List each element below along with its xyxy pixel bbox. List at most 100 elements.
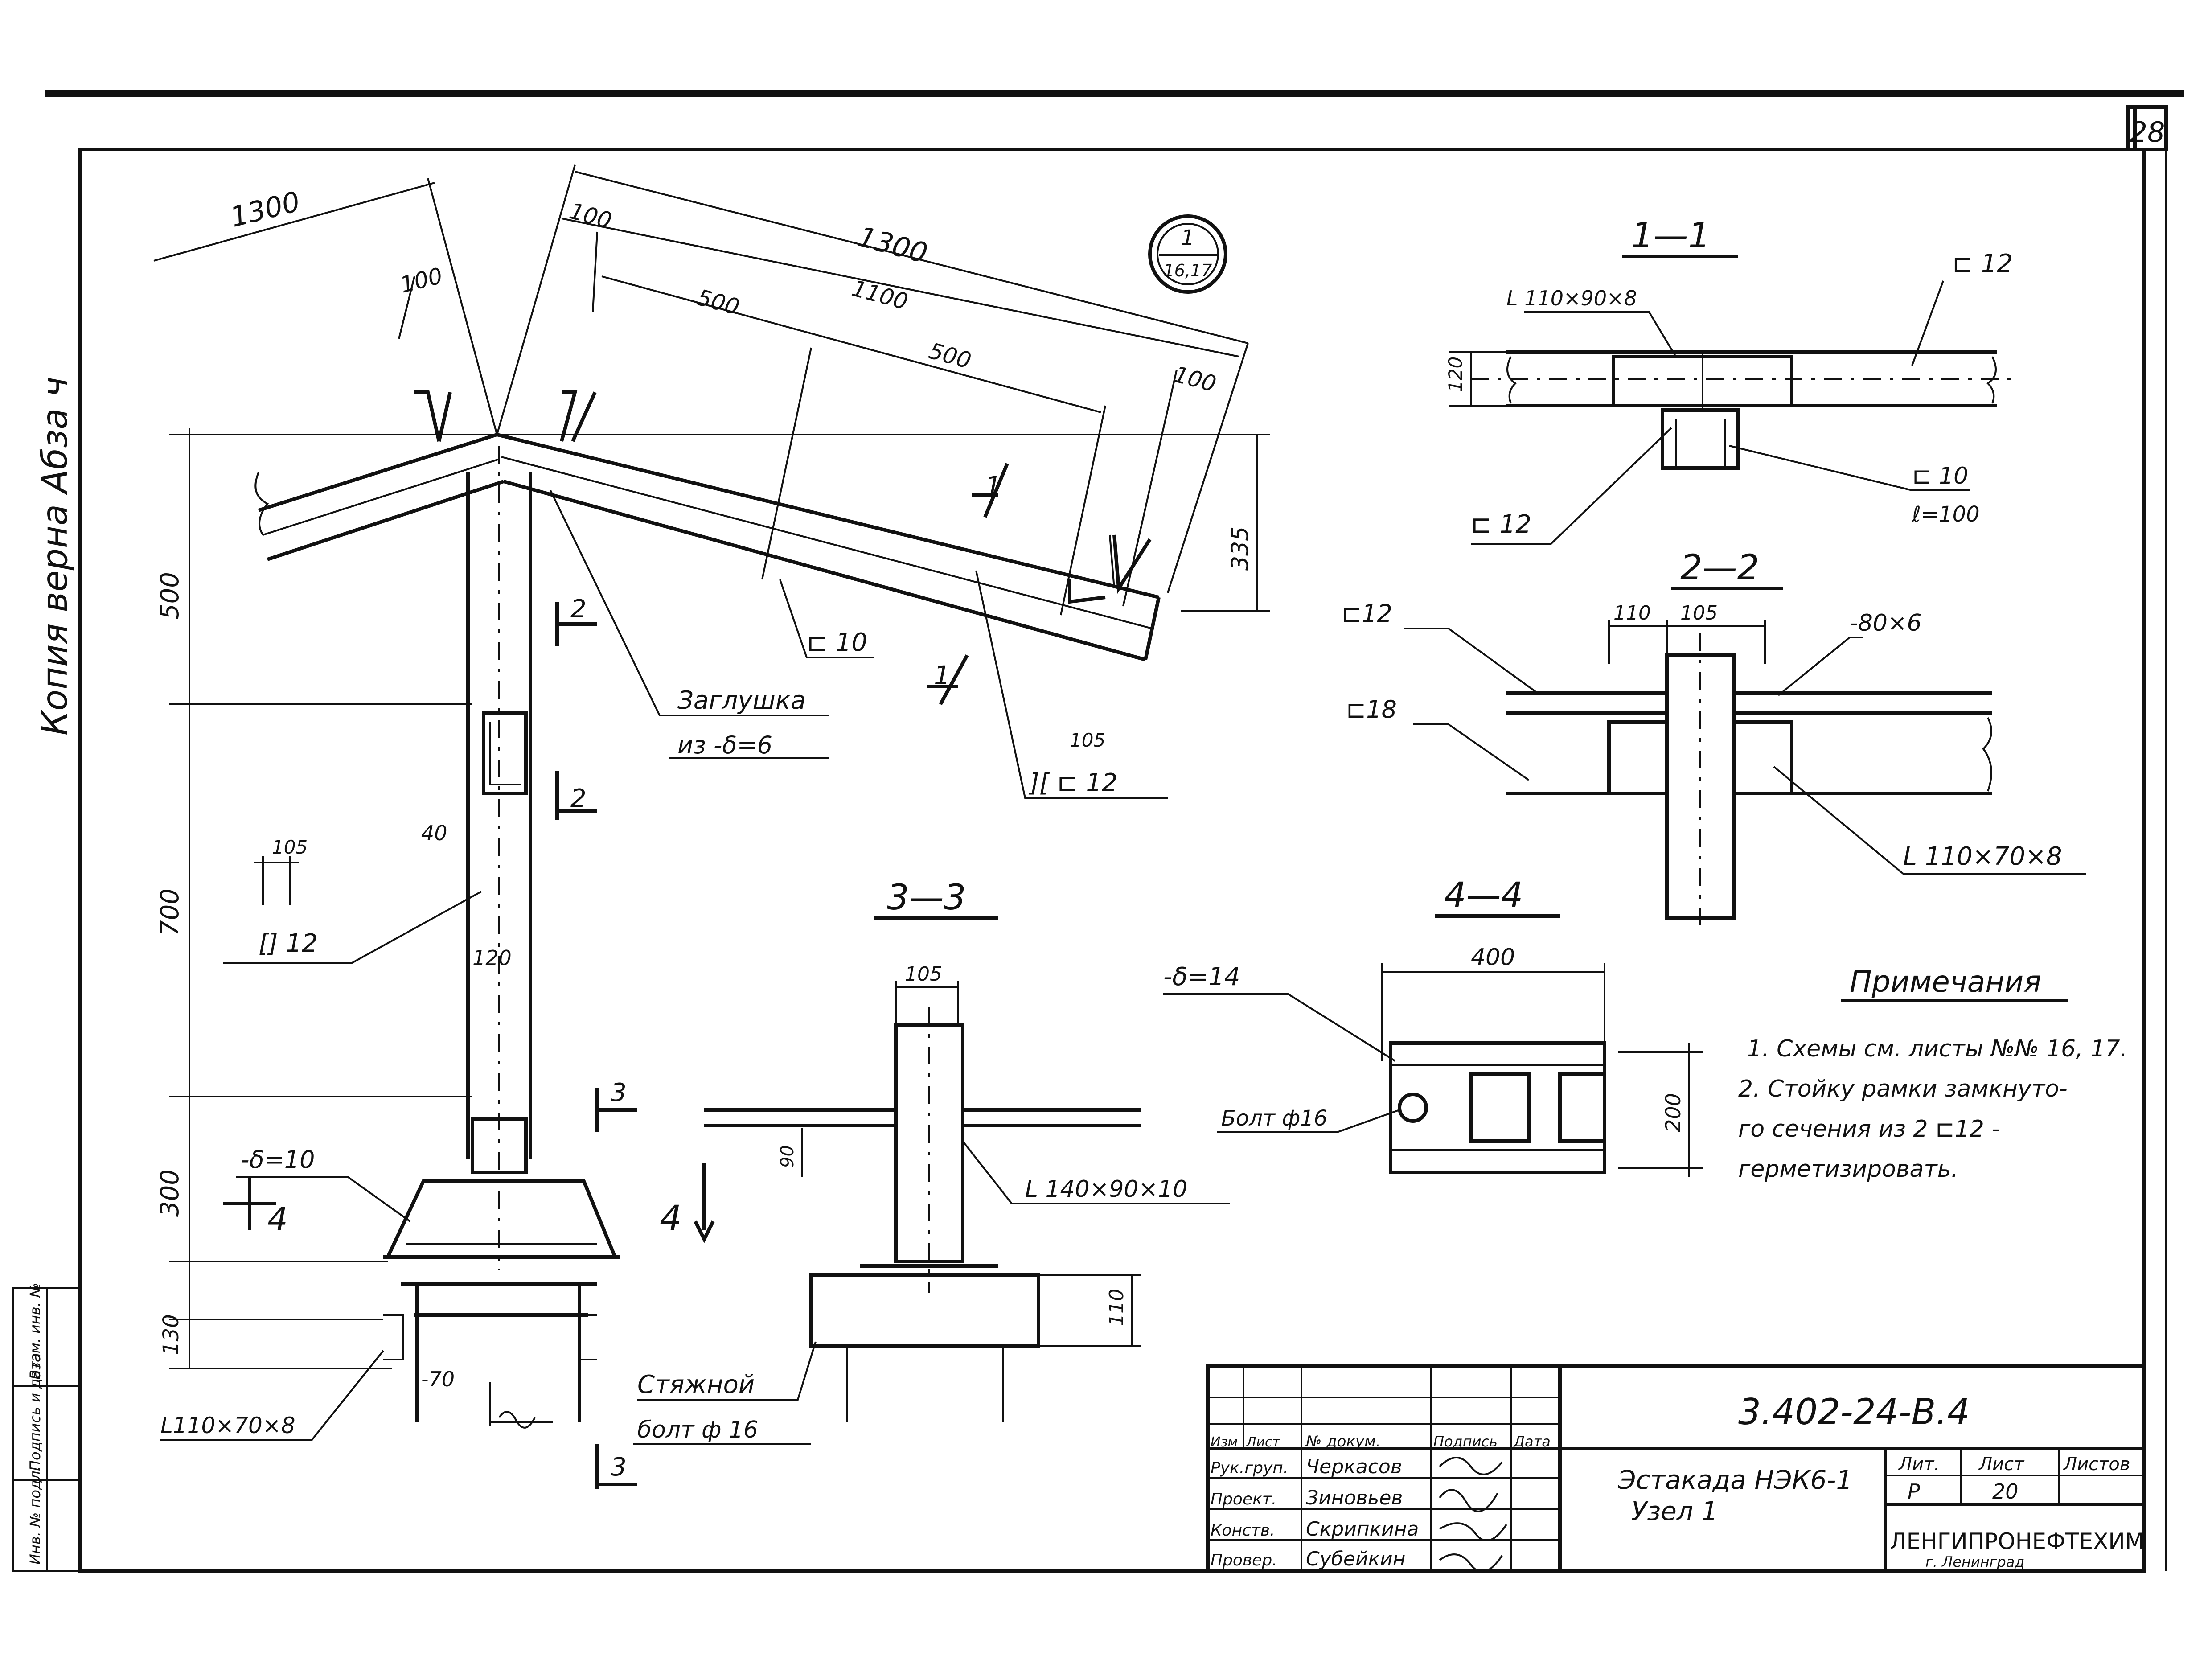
- sheet-frame: 28: [45, 90, 2184, 1573]
- section-2-2-c18: ⊏18: [1346, 695, 1397, 723]
- label-col-pair-dim: 105: [272, 836, 308, 858]
- side-stamp-text: Копия верна Абза ч: [35, 377, 75, 735]
- tb-sheet-header: Лист: [1978, 1454, 2025, 1475]
- section-1-1-c10: ⊏ 10: [1912, 463, 1968, 489]
- notes-block: Примечания 1. Схемы см. листы №№ 16, 17.…: [1738, 965, 2127, 1183]
- tb-name-4: Субейкин: [1306, 1548, 1406, 1570]
- section-1-1-c12-bot: ⊏ 12: [1471, 510, 1531, 539]
- tb-sheets-header: Листов: [2063, 1454, 2130, 1475]
- section-mark-3-bot: 3: [611, 1453, 627, 1482]
- notes-line-3: го сечения из 2 ⊏12 -: [1738, 1116, 2000, 1142]
- section-4-4-plate: -δ=14: [1163, 962, 1240, 991]
- tb-role-1: Рук.груп.: [1211, 1459, 1288, 1477]
- section-1-1-c10-len: ℓ=100: [1912, 502, 1980, 527]
- dim-1300-right: 1300: [854, 220, 931, 270]
- section-1-1: 1—1 120 L 110×90×8 ⊏ 12 ⊏ 10 ℓ=100 ⊏ 12: [1445, 216, 2015, 545]
- dim-70: -70: [421, 1367, 455, 1391]
- detail-ref-bubble: 1 16,17: [1148, 214, 1227, 294]
- section-3-3-bolt-title: Стяжной: [637, 1370, 755, 1399]
- dim-335-vert: 335: [1227, 526, 1254, 571]
- dim-130-vert: 130: [159, 1314, 184, 1355]
- section-4-4-title: 4—4: [1444, 875, 1523, 916]
- label-angle: L110×70×8: [160, 1413, 295, 1438]
- label-c12-pair: ][ ⊏ 12: [1028, 768, 1117, 797]
- tb-header-date: Дата: [1513, 1433, 1551, 1450]
- strip-cell-sign: Подпись и дата: [27, 1353, 44, 1471]
- notes-line-4: герметизировать.: [1738, 1156, 1958, 1183]
- tb-org: ЛЕНГИПРОНЕФТЕХИМ: [1890, 1528, 2144, 1554]
- section-2-2-plate: -80×6: [1850, 610, 1922, 637]
- tb-stage: Р: [1908, 1479, 1920, 1504]
- notes-line-1: 1. Схемы см. листы №№ 16, 17.: [1747, 1035, 2127, 1062]
- label-plug-spec: из -δ=6: [677, 731, 772, 759]
- section-2-2-angle: L 110×70×8: [1903, 842, 2062, 871]
- tb-sheet: 20: [1992, 1479, 2019, 1504]
- dim-120: 120: [472, 946, 512, 970]
- left-strip: Инв. № подл. Подпись и дата Взам. инв. №: [12, 1283, 81, 1572]
- section-3-3-bolt-spec: болт ф 16: [637, 1417, 758, 1443]
- section-2-2: 2—2 110 105 ⊏12 ⊏18 -80×6 L 110×70×8: [1342, 548, 2086, 927]
- section-4-4-dim-400: 400: [1471, 944, 1515, 971]
- section-4-4-bolt: Болт ф16: [1221, 1106, 1327, 1131]
- section-mark-2-top: 2: [570, 595, 587, 624]
- tb-role-3: Конств.: [1211, 1521, 1275, 1540]
- tb-role-2: Проект.: [1211, 1490, 1276, 1508]
- section-mark-2-bot: 2: [570, 784, 587, 813]
- section-4-4: 4—4 400 200 -δ=14 Болт ф16: [1163, 875, 1703, 1177]
- section-3-3-dim-105: 105: [905, 963, 942, 986]
- tb-name-2: Зиновьев: [1306, 1487, 1403, 1509]
- section-mark-4: 4: [267, 1200, 288, 1238]
- page-number: 28: [2130, 116, 2165, 148]
- section-mark-1-bot: 1: [934, 660, 950, 690]
- section-3-3-angle: L 140×90×10: [1025, 1176, 1187, 1203]
- section-3-3-dim-90: 90: [777, 1145, 798, 1168]
- section-2-2-dim-110: 110: [1613, 602, 1651, 624]
- tb-name-3: Скрипкина: [1306, 1518, 1419, 1541]
- section-3-3: 3—3 105 90 110 L 140×90×10 Стяжной болт …: [633, 878, 1230, 1445]
- label-plug-title: Заглушка: [677, 686, 806, 715]
- section-mark-3-top: 3: [611, 1078, 627, 1107]
- dim-100-ridge: 100: [566, 198, 614, 234]
- label-c10: ⊏ 10: [807, 628, 867, 657]
- section-4-4-dim-200: 200: [1661, 1093, 1685, 1132]
- section-3-3-mark-4: 4: [660, 1199, 682, 1239]
- title-code: 3.402-24-В.4: [1738, 1391, 1970, 1433]
- tb-city: г. Ленинград: [1925, 1553, 2024, 1570]
- dim-700-vert: 700: [156, 888, 185, 936]
- section-mark-1-top: 1: [985, 471, 1001, 501]
- dim-40: 40: [421, 821, 447, 845]
- tb-stage-header: Лит.: [1898, 1454, 1940, 1475]
- label-base-plate: -δ=10: [241, 1146, 315, 1174]
- tb-header-change: Изм: [1211, 1434, 1238, 1450]
- dim-500-b: 500: [926, 338, 974, 374]
- strip-cell-inv: Инв. № подл.: [27, 1466, 44, 1565]
- section-2-2-c12: ⊏12: [1342, 600, 1392, 628]
- side-stamp: Копия верна Абза ч: [35, 377, 75, 735]
- section-1-1-c12-top: ⊏ 12: [1952, 249, 2013, 278]
- dim-100-left: 100: [398, 263, 445, 298]
- tb-name-1: Черкасов: [1306, 1455, 1402, 1478]
- dim-1300-left: 1300: [227, 185, 304, 234]
- dim-500-a: 500: [694, 284, 742, 320]
- section-1-1-dim: 120: [1445, 357, 1466, 392]
- section-2-2-dim-105: 105: [1680, 602, 1718, 624]
- notes-line-2: 2. Стойку рамки замкнуто-: [1738, 1076, 2068, 1102]
- section-2-2-title: 2—2: [1680, 548, 1759, 588]
- tb-name-line1: Эстакада НЭК6-1: [1617, 1465, 1852, 1495]
- title-block: 3.402-24-В.4 Изм Лист № докум. Подпись Д…: [1206, 1364, 2146, 1573]
- tb-signatures: [1439, 1457, 1507, 1573]
- tb-header-sheet: Лист: [1246, 1434, 1281, 1450]
- section-1-1-title: 1—1: [1631, 216, 1710, 256]
- label-col-pair: [] 12: [259, 929, 318, 958]
- section-3-3-title: 3—3: [887, 878, 966, 918]
- tb-header-sign: Подпись: [1433, 1433, 1498, 1450]
- section-1-1-angle: L 110×90×8: [1506, 286, 1637, 310]
- dim-100-end: 100: [1171, 361, 1219, 397]
- detail-ref-top: 1: [1181, 226, 1195, 251]
- tb-name-line2: Узел 1: [1631, 1496, 1718, 1526]
- notes-title: Примечания: [1850, 965, 2041, 999]
- dim-1100: 1100: [849, 275, 911, 315]
- tb-header-doc: № докум.: [1305, 1433, 1381, 1450]
- section-3-3-dim-110: 110: [1105, 1289, 1128, 1326]
